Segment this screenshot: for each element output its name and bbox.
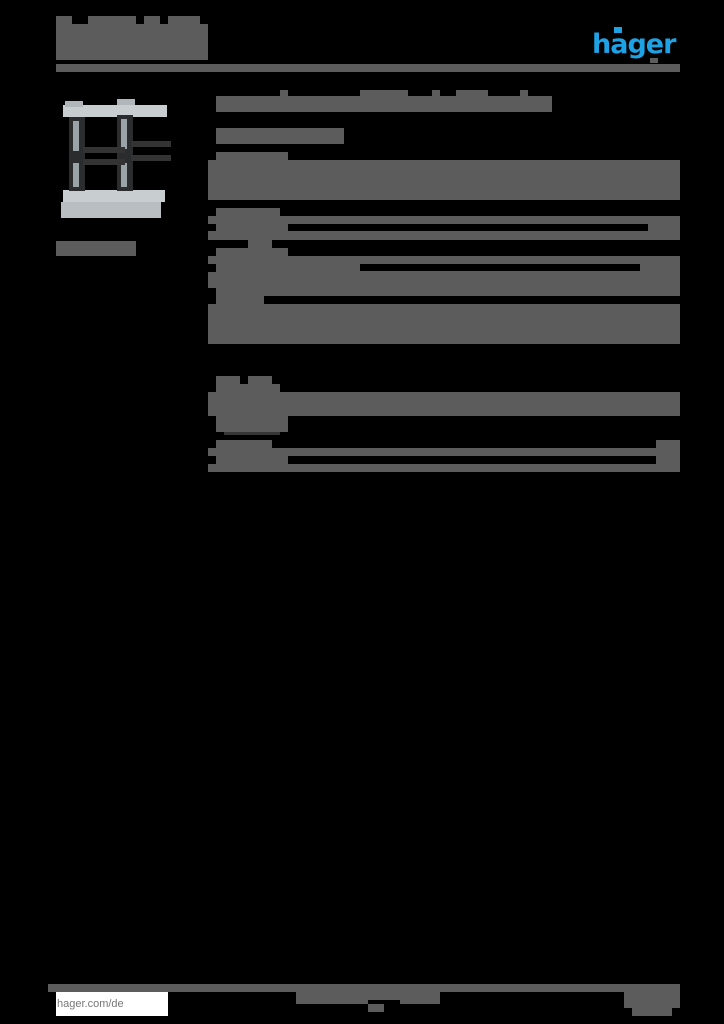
page-subtitle: [216, 128, 344, 144]
section-4: [208, 304, 680, 344]
leader-line: [288, 224, 648, 231]
logo-accent: [614, 27, 622, 33]
footer-website-link[interactable]: hager.com/de: [56, 992, 168, 1016]
footer-rule: [48, 984, 680, 992]
leader-line: [288, 456, 656, 464]
product-image-caption: [56, 241, 136, 256]
logo-underline: [650, 58, 658, 63]
header-rule: [56, 64, 680, 72]
product-image: [61, 99, 171, 218]
leader-line: [360, 264, 640, 271]
hager-logo: hager: [592, 29, 676, 60]
